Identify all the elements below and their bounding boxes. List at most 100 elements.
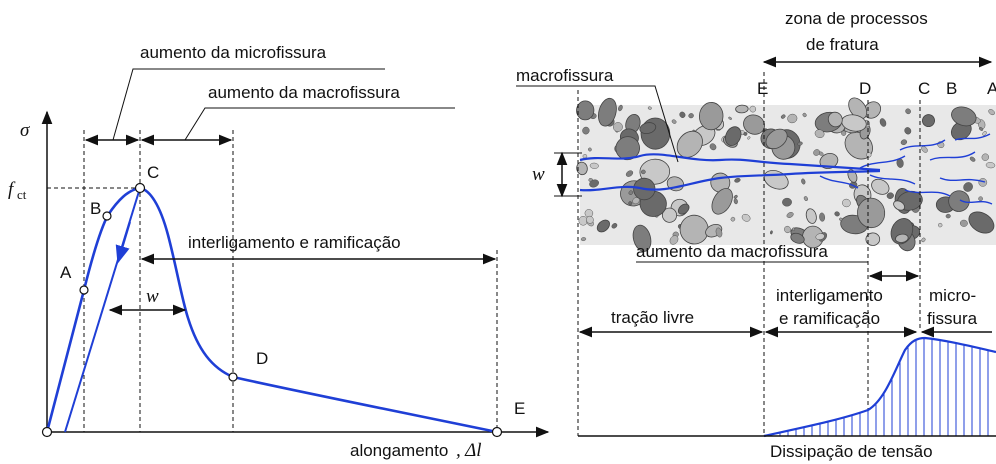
fct-label: f [8,179,16,200]
aggregate-particle [711,188,733,215]
aggregate-particles [576,97,996,252]
right-label-b: B [946,79,957,98]
aggregate-particle [978,178,988,187]
aggregate-particle [743,131,748,136]
aggregate-particle [679,214,709,245]
fpz-label-line1: zona de processos [785,9,928,28]
aggregate-particle [948,190,970,212]
aggregate-particle [802,112,807,118]
label-a: A [60,263,72,282]
aggregate-particle [639,122,657,135]
aggregate-particle [803,196,808,202]
aggregate-particle [786,212,794,218]
aggregate-particle [790,232,805,244]
free-tension-label: tração livre [611,308,694,327]
aggregate-particle [580,237,587,242]
macro-growth-label: aumento da macrofissura [636,242,828,261]
micro-right-line1: micro- [929,286,976,305]
right-diagram: zona de processos de fratura E D C B A m… [516,9,996,461]
aggregate-particle [780,114,786,119]
label-d: D [256,349,268,368]
aggregate-particle [985,162,996,169]
left-diagram: σ f ct A B C D E w aumento [8,43,550,461]
aggregate-particle [628,201,633,206]
x-axis-symbol: , Δl [456,440,482,461]
aggregate-particle [770,230,773,235]
aggregate-particle [724,126,742,146]
aggregate-particle [945,213,951,219]
aggregate-particle [639,158,671,185]
aggregate-particle [632,224,652,252]
aggregate-particle [625,170,634,177]
x-axis-label: alongamento [350,441,448,460]
aggregate-particle [981,153,989,161]
aggregate-particle [733,194,738,199]
aggregate-particle [698,102,724,131]
aggregate-particle [679,111,686,118]
aggregate-particle [797,141,803,146]
macrocrack-upper [579,153,881,172]
aggregate-particle [921,146,928,153]
aggregate-particle [969,156,976,162]
interlock-label: interligamento e ramificação [188,233,401,252]
aggregate-particle [613,122,623,132]
aggregate-particle [588,147,592,152]
point-origin [41,426,53,438]
aggregate-particle [979,127,984,131]
aggregate-particle [879,118,887,127]
aggregate-particle [893,200,906,211]
macro-label: aumento da macrofissura [208,83,400,102]
label-e: E [514,399,525,418]
aggregate-particle [805,208,817,224]
fct-subscript: ct [17,187,27,202]
aggregate-particle [586,215,594,224]
right-label-a: A [987,79,996,98]
aggregate-particle [801,178,806,185]
right-label-d: D [859,79,871,98]
aggregate-particle [735,104,749,114]
dissipation-hatch [779,338,989,436]
aggregate-particle [982,131,987,136]
point-a [79,285,89,295]
interlock-right-line2: e ramificação [779,309,880,328]
aggregate-particle [922,114,935,128]
dissipation-curve [763,336,996,438]
point-e [491,426,503,438]
aggregate-particle [871,178,890,195]
aggregate-particle [596,219,610,233]
aggregate-particle [782,197,792,207]
macrocrack-lower [579,169,881,192]
aggregate-particle [895,233,909,243]
aggregate-particle [618,104,623,112]
unloading-arrow [115,221,131,264]
aggregate-particle [960,219,968,227]
aggregate-particle [815,233,825,240]
aggregate-particle [814,129,825,138]
micro-label: aumento da microfissura [140,43,327,62]
aggregate-particle [951,106,977,127]
aggregate-particle [709,143,717,151]
aggregate-particle [582,154,588,159]
aggregate-particle [741,213,751,222]
aggregate-particle [669,235,679,245]
point-d [228,372,238,382]
aggregate-particle [730,216,736,222]
micro-right-line2: fissura [927,309,978,328]
aggregate-particle [598,97,617,127]
macro-leader [184,107,455,141]
aggregate-particle [841,130,847,136]
aggregate-particle [765,128,788,150]
label-c: C [147,163,159,182]
right-label-e: E [757,79,768,98]
aggregate-particle [827,111,843,128]
aggregate-particle [589,162,599,169]
point-b [102,211,112,221]
aggregate-particle [688,113,694,119]
aggregate-particle [886,192,894,199]
aggregate-particle [582,126,590,135]
macrocrack-label: macrofissura [516,66,614,85]
aggregate-particle [848,97,868,120]
aggregate-particle [792,227,795,231]
